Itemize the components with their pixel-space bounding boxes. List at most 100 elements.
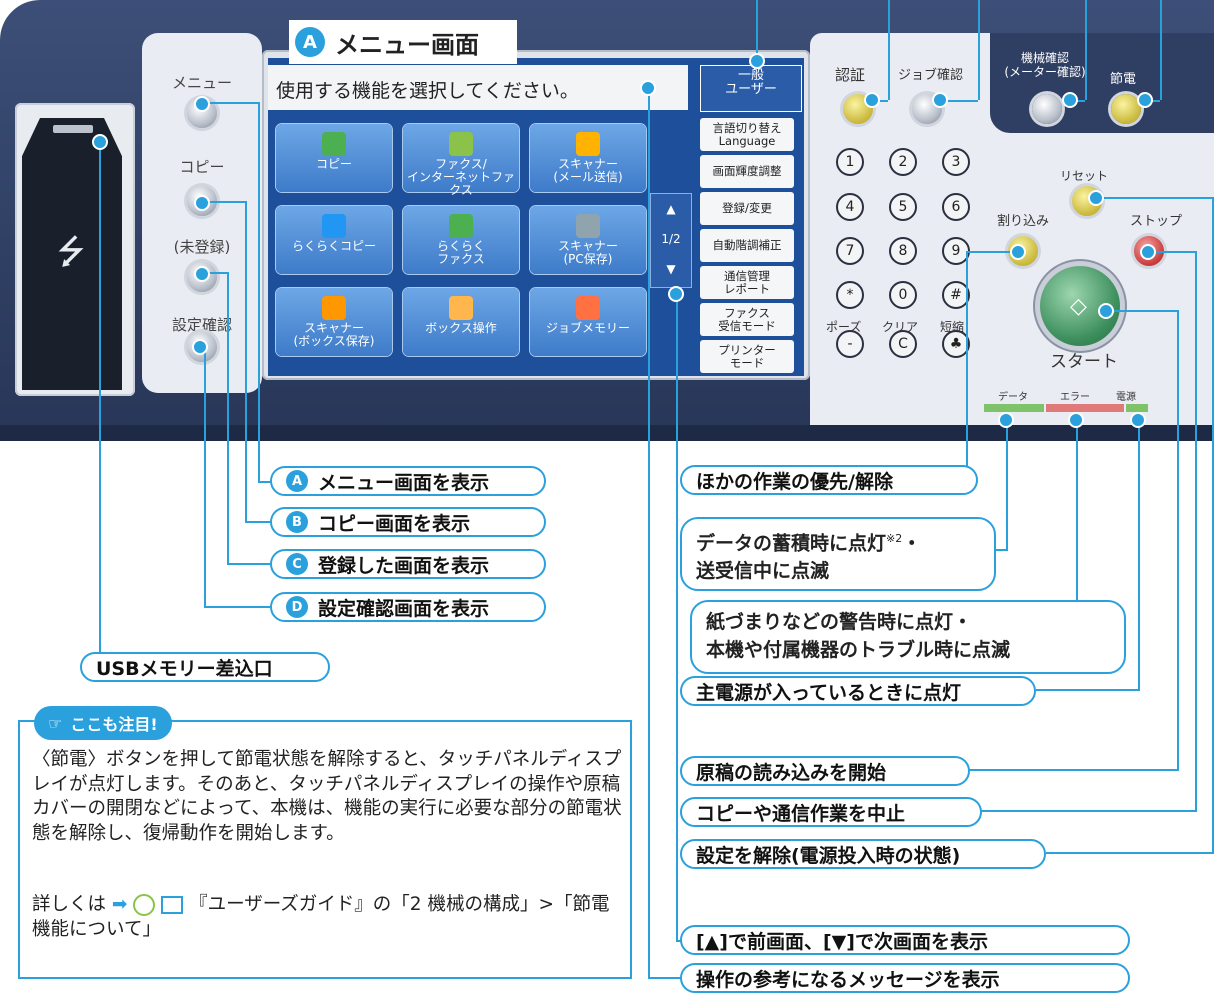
function-label: スキャナー (ボックス保存): [293, 321, 375, 348]
menu-label: メニュー: [171, 74, 232, 92]
callout-settings-check: D 設定確認画面を表示: [270, 592, 546, 622]
pause-label: ポーズ: [826, 320, 862, 334]
side-menu-button[interactable]: 言語切り替え Language: [700, 118, 794, 151]
function-icon: [322, 132, 346, 156]
function-tile[interactable]: ボックス操作: [403, 288, 519, 356]
page-indicator: 1/2: [661, 232, 681, 246]
keypad-key[interactable]: 4: [836, 193, 864, 221]
function-label: らくらくコピー: [291, 239, 376, 253]
usb-port[interactable]: [53, 125, 93, 133]
callout-d-badge: D: [286, 596, 308, 618]
settings-check-label: 設定確認: [171, 316, 232, 334]
keypad-key[interactable]: 1: [836, 148, 864, 176]
note-ref-prefix: 詳しくは: [32, 894, 107, 915]
side-menu-button[interactable]: 通信管理 レポート: [700, 266, 794, 299]
side-menu-button[interactable]: 自動階調補正: [700, 229, 794, 262]
side-menu-button[interactable]: 登録/変更: [700, 192, 794, 225]
function-tile[interactable]: らくらくコピー: [276, 206, 392, 274]
clear-label: クリア: [882, 320, 919, 334]
callout-d-text: 設定確認画面を表示: [318, 597, 490, 620]
note-title: ☞ここも注目!: [34, 706, 172, 740]
function-tile[interactable]: スキャナー (メール送信): [530, 124, 646, 192]
copy-label: コピー: [179, 158, 225, 176]
callout-power-lamp: 主電源が入っているときに点灯: [680, 676, 1036, 706]
callout-b-badge: B: [286, 511, 308, 533]
side-menu-button[interactable]: プリンター モード: [700, 340, 794, 373]
function-tile[interactable]: ジョブメモリー: [530, 288, 646, 356]
function-label: ファクス/ インターネットファクス: [406, 157, 515, 197]
callout-data-lamp: データの蓄積時に点灯※2・送受信中に点滅: [680, 517, 996, 591]
status-button-area: [990, 33, 1214, 133]
keypad-key[interactable]: 5: [889, 193, 917, 221]
callout-error-lamp: 紙づまりなどの警告時に点灯・本機や付属機器のトラブル時に点滅: [690, 600, 1126, 674]
callout-a-badge: A: [286, 470, 308, 492]
page-down-icon[interactable]: ▼: [666, 262, 676, 276]
callout-error-line2: 本機や付属機器のトラブル時に点滅: [706, 639, 1011, 661]
usb-icon: ⭍: [56, 232, 86, 272]
keypad-key[interactable]: 0: [889, 281, 917, 309]
side-menu-button[interactable]: 画面輝度調整: [700, 155, 794, 188]
function-icon: [449, 214, 473, 238]
power-lamp-label: 電源: [1116, 392, 1136, 403]
note-body: 〈節電〉ボタンを押して節電状態を解除すると、タッチパネルディスプレイが点灯します…: [32, 749, 622, 844]
function-tile[interactable]: コピー: [276, 124, 392, 192]
function-icon: [576, 296, 600, 320]
data-lamp-label: データ: [998, 392, 1028, 403]
title-badge: A: [295, 27, 325, 57]
callout-b-text: コピー画面を表示: [318, 512, 471, 535]
function-icon: [449, 296, 473, 320]
keypad-key[interactable]: #: [942, 281, 970, 309]
callout-usb: USBメモリー差込口: [80, 652, 330, 682]
keypad-key[interactable]: 2: [889, 148, 917, 176]
start-label: スタート: [1050, 352, 1118, 372]
machine-check-label: 機械確認 (メーター確認): [1004, 51, 1086, 79]
callout-reset: 設定を解除(電源投入時の状態): [680, 839, 1046, 869]
cd-rom-icon: [133, 894, 156, 916]
stop-label: ストップ: [1130, 214, 1183, 229]
keypad-key[interactable]: 8: [889, 237, 917, 265]
power-save-button[interactable]: [1111, 94, 1141, 124]
power-lamp: [1126, 404, 1148, 412]
error-lamp-label: エラー: [1060, 392, 1090, 403]
function-label: ボックス操作: [425, 321, 497, 335]
page-title: A メニュー画面: [289, 20, 517, 64]
function-label: コピー: [315, 157, 352, 171]
keypad-key[interactable]: C: [889, 330, 917, 358]
unregistered-label: (未登録): [173, 238, 231, 256]
keypad-key[interactable]: *: [836, 281, 864, 309]
callout-data-dot: ・: [902, 532, 922, 555]
keypad-key[interactable]: ♣: [942, 330, 970, 358]
function-label: らくらく ファクス: [436, 239, 485, 266]
keypad-key[interactable]: 6: [942, 193, 970, 221]
callout-start: 原稿の読み込みを開始: [680, 756, 970, 786]
start-icon: ◇: [1070, 294, 1087, 319]
keypad-key[interactable]: -: [836, 330, 864, 358]
power-save-label: 節電: [1110, 72, 1137, 87]
machine-check-button[interactable]: [1032, 94, 1062, 124]
keypad-key[interactable]: 7: [836, 237, 864, 265]
function-icon: [449, 132, 473, 156]
function-icon: [322, 214, 346, 238]
message-bar: [268, 65, 688, 110]
callout-interrupt: ほかの作業の優先/解除: [680, 465, 978, 495]
function-tile[interactable]: スキャナー (ボックス保存): [276, 288, 392, 356]
error-lamp: [1046, 404, 1124, 412]
note-box: [18, 720, 632, 979]
function-icon: [322, 296, 346, 320]
panel-edge: [0, 425, 1214, 441]
interrupt-label: 割り込み: [997, 214, 1050, 229]
function-tile[interactable]: スキャナー (PC保存): [530, 206, 646, 274]
function-tile[interactable]: らくらく ファクス: [403, 206, 519, 274]
pointing-hand-icon: ☞: [48, 713, 63, 733]
side-menu-button[interactable]: ファクス 受信モード: [700, 303, 794, 336]
callout-error-line1: 紙づまりなどの警告時に点灯・: [706, 611, 973, 633]
reset-label: リセット: [1060, 169, 1109, 183]
callout-stop: コピーや通信作業を中止: [680, 797, 982, 827]
pager: ▲ 1/2 ▼: [650, 193, 692, 288]
function-tile[interactable]: ファクス/ インターネットファクス: [403, 124, 519, 197]
page-up-icon[interactable]: ▲: [666, 202, 676, 216]
keypad-key[interactable]: 3: [942, 148, 970, 176]
function-label: スキャナー (メール送信): [553, 157, 623, 184]
